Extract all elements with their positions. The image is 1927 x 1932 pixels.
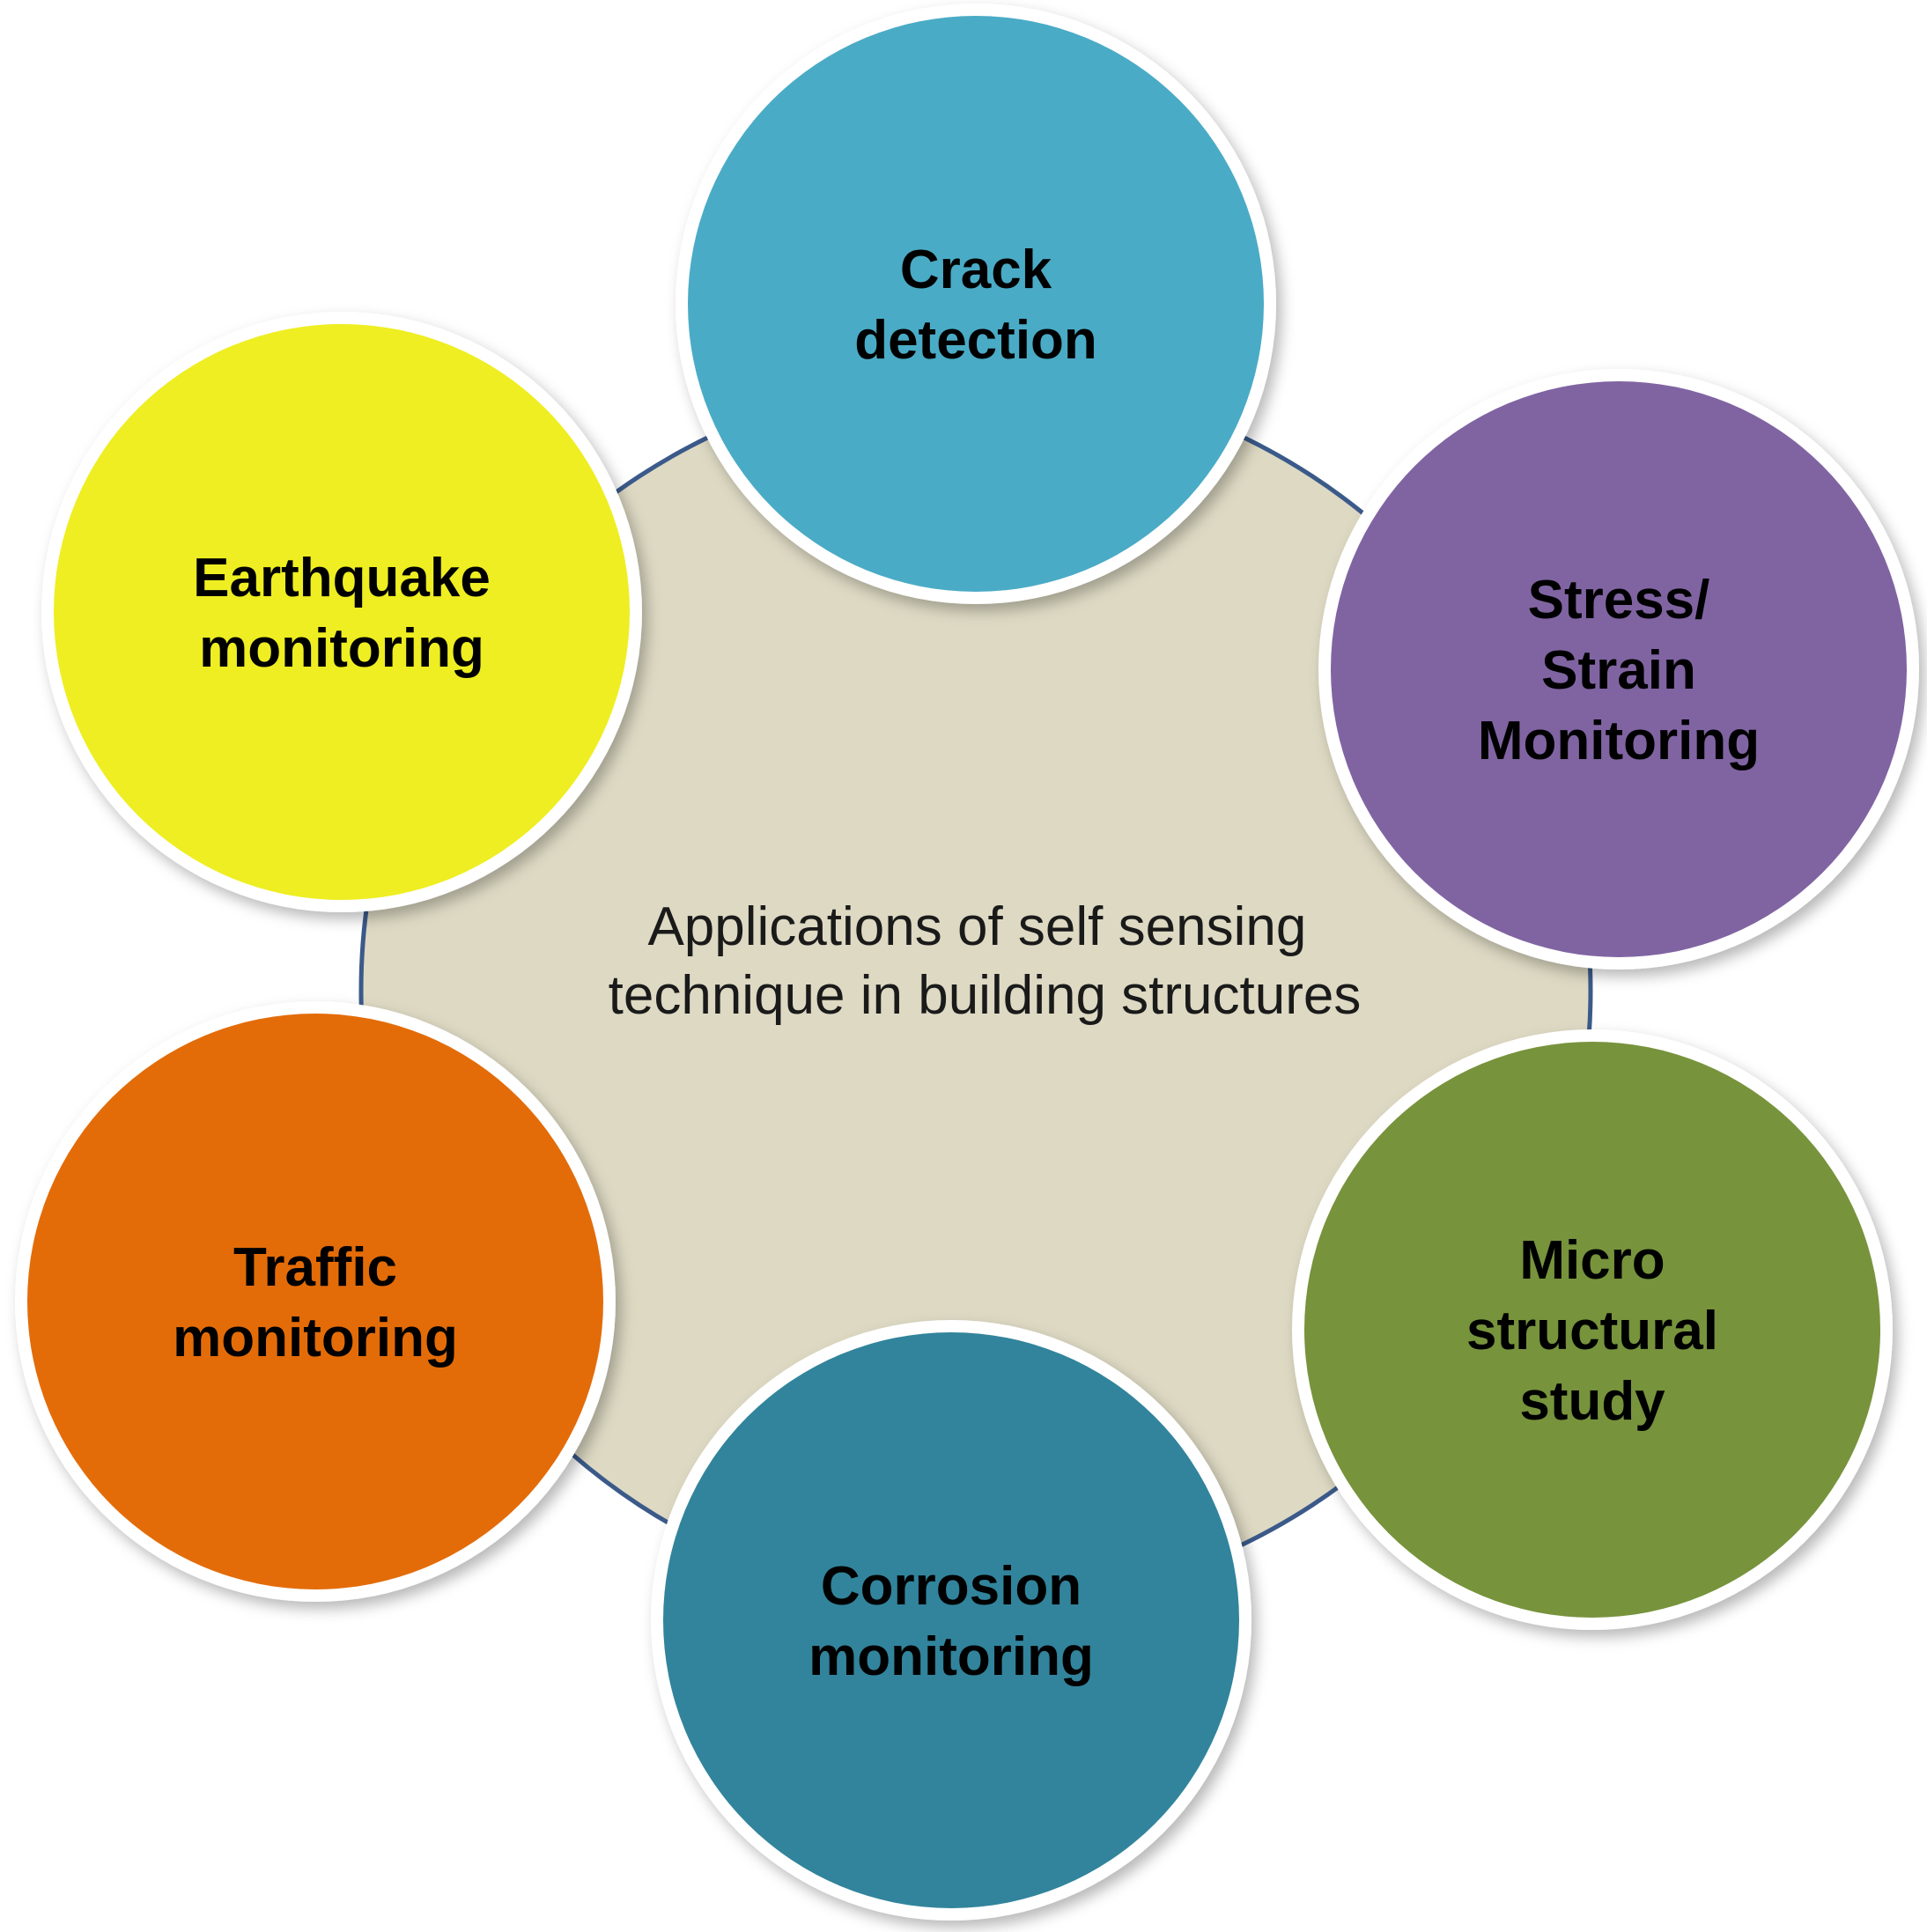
- node-label-line: Strain: [1541, 640, 1696, 701]
- node-label-line: Micro: [1519, 1230, 1665, 1291]
- node-circle: [1304, 1042, 1880, 1618]
- node-circle: [27, 1014, 603, 1589]
- node-label: Micro structural study: [1466, 1230, 1718, 1432]
- node-label-line: Monitoring: [1478, 711, 1760, 771]
- node-label-line: detection: [854, 310, 1097, 371]
- node-label-line: Earthquake: [193, 548, 491, 608]
- node-label-line: monitoring: [173, 1308, 458, 1368]
- node-label-line: monitoring: [808, 1626, 1094, 1687]
- node-label: Crack detection: [854, 240, 1097, 371]
- node-circle: [54, 324, 630, 900]
- node-crack-detection: Crack detection: [676, 4, 1276, 604]
- node-label-line: Crack: [900, 240, 1052, 300]
- node-label-line: monitoring: [199, 618, 484, 679]
- node-label: Traffic monitoring: [173, 1237, 458, 1368]
- node-micro-structural-study: Micro structural study: [1292, 1029, 1893, 1630]
- node-label-line: Stress/: [1528, 570, 1710, 630]
- node-circle: [1331, 381, 1907, 957]
- center-label-line: Applications of self sensing: [647, 896, 1306, 957]
- node-earthquake-monitoring: Earthquake monitoring: [41, 312, 642, 912]
- node-label: Earthquake monitoring: [193, 548, 491, 679]
- node-label-line: structural: [1466, 1301, 1718, 1361]
- node-traffic-monitoring: Traffic monitoring: [15, 1001, 616, 1602]
- node-circle: [688, 16, 1264, 592]
- node-label: Corrosion monitoring: [808, 1556, 1094, 1687]
- node-circle: [663, 1332, 1239, 1908]
- node-label-line: study: [1519, 1371, 1665, 1432]
- center-label: Applications of self sensing technique i…: [609, 896, 1362, 1026]
- center-label-line: technique in building structures: [609, 965, 1362, 1026]
- node-label-line: Corrosion: [821, 1556, 1082, 1617]
- node-label-line: Traffic: [233, 1237, 397, 1298]
- node-corrosion-monitoring: Corrosion monitoring: [651, 1320, 1251, 1921]
